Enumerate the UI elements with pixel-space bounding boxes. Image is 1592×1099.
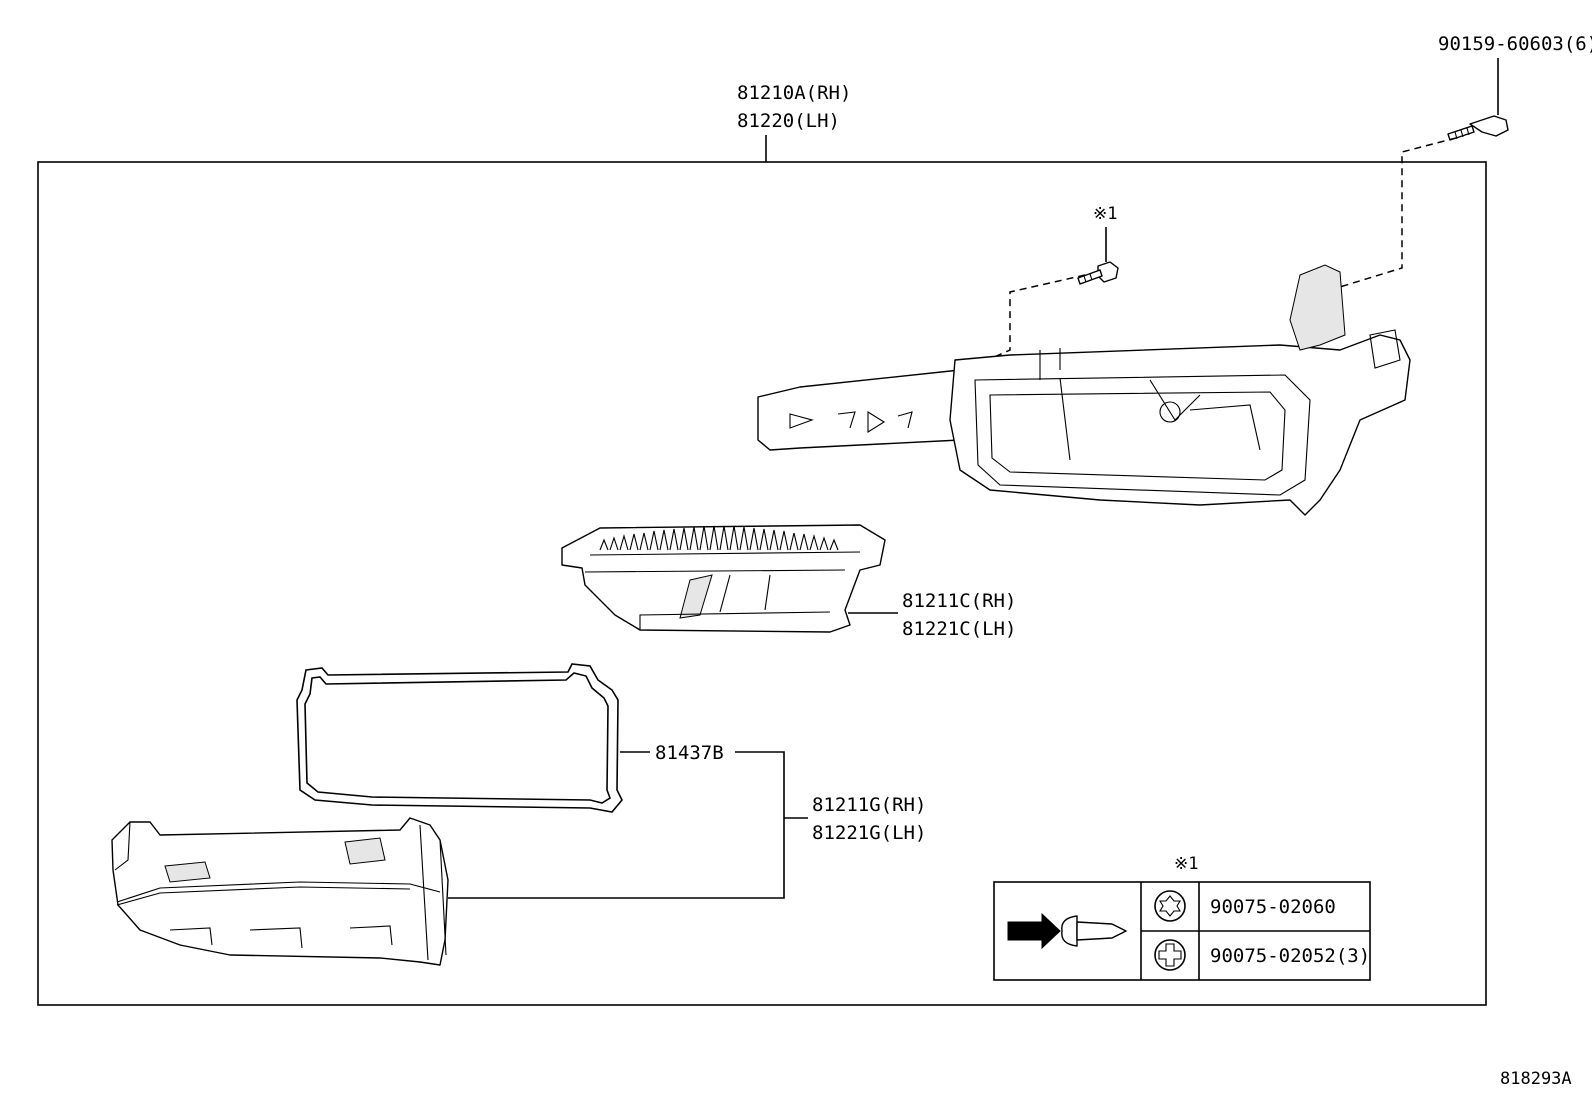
reflector-fin bbox=[709, 525, 719, 551]
top-bolt-guide bbox=[1329, 137, 1457, 291]
reflector-fins bbox=[599, 525, 839, 551]
reflector[interactable] bbox=[561, 524, 886, 633]
diagram-id: 818293A bbox=[1500, 1069, 1572, 1089]
lens-gasket-bracket bbox=[448, 751, 785, 899]
lens-label-lh[interactable]: 81221G(LH) bbox=[812, 822, 926, 844]
reflector-fin bbox=[639, 532, 649, 551]
reflector-fin bbox=[799, 533, 809, 551]
reflector-fin bbox=[789, 532, 799, 551]
screw-ref-mark: ※1 bbox=[1093, 204, 1117, 224]
assembly-label-lh[interactable]: 81220(LH) bbox=[737, 110, 840, 132]
screw-profile-icon bbox=[1061, 915, 1127, 947]
reflector-label-rh[interactable]: 81211C(RH) bbox=[902, 590, 1016, 612]
reflector-fin bbox=[619, 533, 629, 551]
reflector-fin bbox=[669, 528, 679, 551]
screw-icon[interactable] bbox=[1077, 261, 1119, 285]
reflector-fin bbox=[739, 526, 749, 551]
gasket-part-label[interactable]: 81437B bbox=[655, 742, 724, 764]
gasket[interactable] bbox=[296, 663, 623, 813]
legend-part-torx[interactable]: 90075-02060 bbox=[1210, 896, 1336, 918]
assembly-label-rh[interactable]: 81210A(RH) bbox=[737, 82, 851, 104]
phillips-head-icon bbox=[1154, 939, 1186, 971]
top-bolt-icon[interactable] bbox=[1447, 115, 1509, 141]
reflector-fin bbox=[719, 525, 729, 551]
lens-label-rh[interactable]: 81211G(RH) bbox=[812, 794, 926, 816]
headlamp-housing[interactable] bbox=[757, 264, 1411, 516]
push-in-arrow-icon bbox=[1007, 912, 1061, 950]
reflector-fin bbox=[659, 529, 669, 551]
reflector-fin bbox=[629, 533, 639, 551]
reflector-fin bbox=[689, 526, 699, 551]
reflector-fin bbox=[649, 530, 659, 551]
fastener-legend-table bbox=[993, 881, 1371, 981]
top-bolt-part-label[interactable]: 90159-60603(6) bbox=[1438, 33, 1592, 55]
reflector-label-lh[interactable]: 81221C(LH) bbox=[902, 618, 1016, 640]
reflector-fin bbox=[749, 527, 759, 551]
screw-guide bbox=[991, 274, 1086, 359]
reflector-fin bbox=[819, 536, 829, 551]
reflector-fin bbox=[729, 525, 739, 551]
legend-ref-mark: ※1 bbox=[1174, 854, 1198, 874]
reflector-fin bbox=[679, 527, 689, 551]
legend-part-phillips[interactable]: 90075-02052(3) bbox=[1210, 945, 1370, 967]
reflector-fin bbox=[599, 538, 609, 551]
reflector-fin bbox=[829, 538, 839, 551]
reflector-fin bbox=[769, 529, 779, 551]
lens[interactable] bbox=[111, 817, 449, 966]
reflector-fin bbox=[759, 528, 769, 551]
torx-head-icon bbox=[1154, 890, 1186, 922]
assembly-frame bbox=[37, 161, 1487, 1006]
reflector-fin bbox=[609, 536, 619, 551]
reflector-fin bbox=[779, 530, 789, 551]
reflector-fin bbox=[699, 525, 709, 551]
reflector-fin bbox=[809, 533, 819, 551]
